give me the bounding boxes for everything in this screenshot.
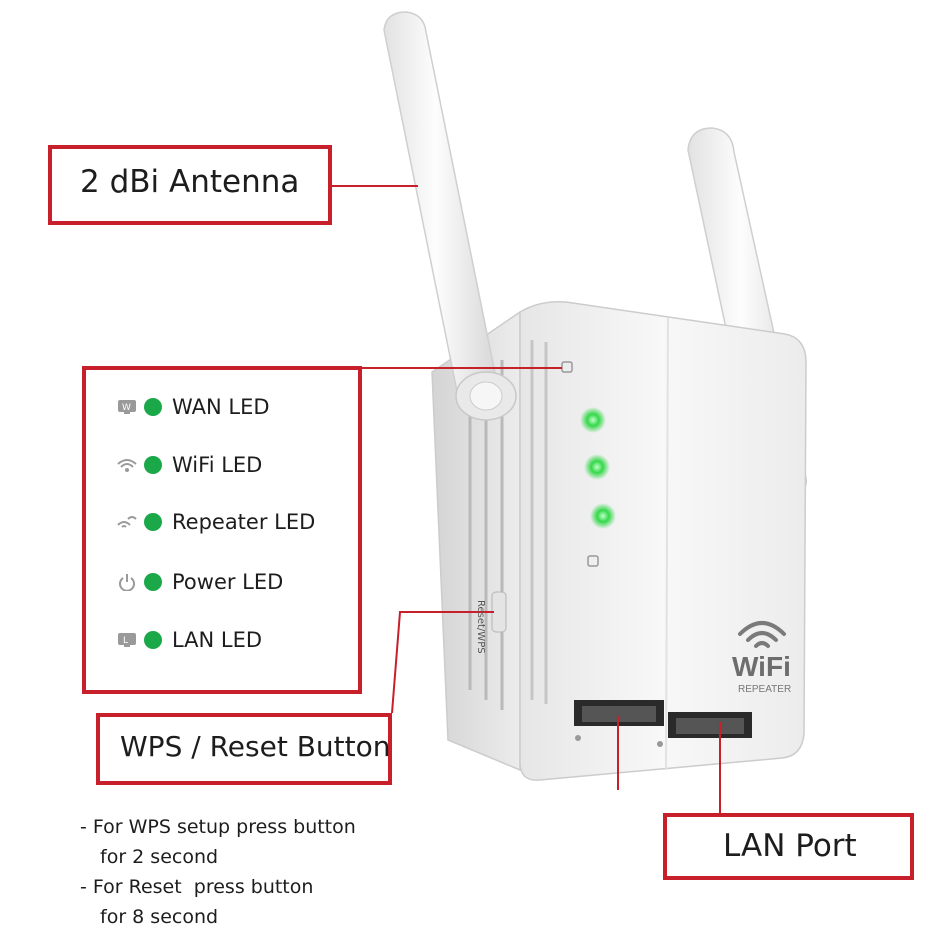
note-line: - For WPS setup press button [80, 816, 356, 838]
wifi-icon [117, 459, 137, 472]
wifi-logo [738, 621, 786, 648]
device-side-label: Reset/WPS [475, 600, 486, 654]
repeater-led-label: Repeater LED [172, 510, 316, 534]
led-legend-wan: W WAN LED [116, 392, 270, 422]
lan-led-dot [144, 631, 162, 649]
antenna-callout-box [48, 145, 332, 225]
repeater-icon [117, 516, 137, 528]
lan-callout-box [663, 813, 914, 880]
wan-led-label: WAN LED [172, 395, 270, 419]
led-legend-lan: L LAN LED [116, 625, 262, 655]
device-lan-indicator [587, 555, 599, 567]
wps-callout-box [96, 713, 392, 785]
lan-icon: L [118, 633, 136, 647]
repeater-led-dot [144, 513, 162, 531]
device-front: WiFi REPEATER [519, 300, 807, 781]
wan-led-dot [144, 398, 162, 416]
wps-reset-button[interactable] [491, 591, 507, 633]
wifi-logo-text: WiFi [732, 651, 791, 682]
wifi-led-dot [144, 456, 162, 474]
wan-icon: W [118, 400, 136, 414]
led-legend-repeater: Repeater LED [116, 507, 315, 537]
svg-text:L: L [123, 636, 128, 646]
note-line: for 2 second [100, 846, 219, 868]
wps-callout-label: WPS / Reset Button [120, 730, 391, 763]
device-power-led [590, 503, 616, 529]
left-antenna [383, 11, 517, 421]
led-legend-wifi: WiFi LED [116, 450, 262, 480]
antenna-callout-label: 2 dBi Antenna [80, 164, 300, 200]
lan-callout-label: LAN Port [723, 828, 857, 864]
svg-text:W: W [122, 403, 131, 413]
lan-led-label: LAN LED [172, 628, 263, 652]
leader-lines [332, 185, 721, 813]
power-icon [119, 574, 135, 591]
power-led-dot [144, 573, 162, 591]
wifi-logo-subtext: REPEATER [738, 684, 791, 695]
device-wifi-led [580, 407, 606, 433]
device-repeater-led [584, 454, 610, 480]
wps-instructions: - For WPS setup press button for 2 secon… [80, 812, 356, 932]
note-line: - For Reset press button [80, 876, 314, 898]
wifi-led-label: WiFi LED [172, 453, 263, 477]
power-led-label: Power LED [172, 570, 284, 594]
note-line: for 8 second [100, 906, 219, 928]
device-side [431, 310, 521, 772]
led-legend-power: Power LED [116, 567, 283, 597]
